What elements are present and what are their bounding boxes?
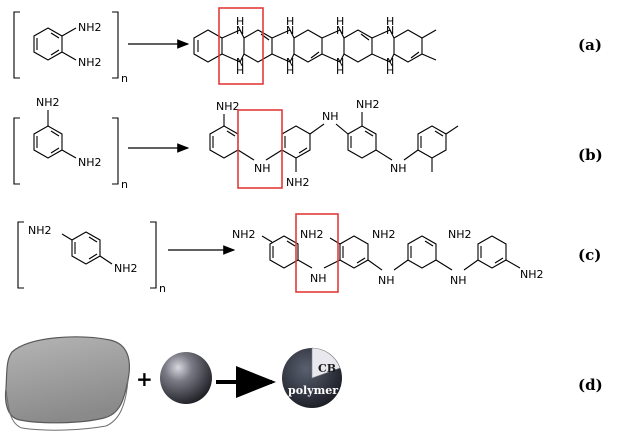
subscript-n: n (121, 72, 128, 85)
bracket-right (112, 11, 119, 79)
h-label: H (286, 64, 294, 77)
panel-c: n NH2 NH2 NH2 NH NH2 NH NH2 (17, 213, 601, 295)
h-label: H (336, 15, 344, 28)
nh2-label: NH2 (232, 228, 256, 241)
h-label: H (236, 15, 244, 28)
nh2-label: NH2 (78, 156, 102, 169)
linear-polymer: NH2 NH NH2 NH NH2 NH NH2 (232, 228, 544, 287)
nh2-label: NH2 (356, 98, 380, 111)
nh-label: NH (310, 272, 327, 285)
n-label: N (386, 56, 394, 69)
nh2-label: NH2 (286, 176, 310, 189)
carbon-black-sphere (160, 352, 212, 404)
bracket-left (13, 11, 20, 79)
bracket-left (13, 117, 20, 185)
benzene-ring (71, 231, 101, 265)
bracket-left (17, 221, 24, 289)
shell-label: polymer (288, 384, 338, 397)
nh2-label: NH2 (448, 228, 472, 241)
repeat-unit-highlight (218, 7, 264, 85)
panel-label-d: (d) (578, 376, 603, 394)
n-label: N (336, 24, 344, 37)
nh2-label: NH2 (36, 96, 60, 109)
panel-d: + CB polymer (d) (4, 336, 603, 431)
h-label: H (236, 64, 244, 77)
panel-label-a: (a) (578, 36, 602, 54)
subscript-n: n (159, 282, 166, 295)
n-label: N (236, 24, 244, 37)
n-label: N (286, 24, 294, 37)
nh2-label: NH2 (28, 224, 52, 237)
h-label: H (386, 15, 394, 28)
linear-polymer: NH2 NH NH2 NH NH2 NH (209, 98, 459, 189)
nh-label: NH (450, 274, 467, 287)
nh2-label: NH2 (78, 21, 102, 34)
repeat-unit-highlight (237, 109, 283, 189)
nh-label: NH (390, 162, 407, 175)
n-label: N (386, 24, 394, 37)
nh2-label: NH2 (78, 56, 102, 69)
nh-label: NH (254, 162, 271, 175)
nh2-label: NH2 (520, 268, 544, 281)
nh2-label: NH2 (216, 100, 240, 113)
benzene-ring (33, 125, 63, 159)
n-label: N (236, 56, 244, 69)
panel-b: n NH2 NH2 NH2 NH NH2 NH (13, 96, 603, 191)
panel-a: n NH2 NH2 (13, 7, 602, 85)
n-label: N (286, 56, 294, 69)
core-label: CB (318, 362, 336, 375)
h-label: H (286, 15, 294, 28)
benzene-ring (33, 27, 63, 61)
h-label: H (336, 64, 344, 77)
n-label: N (336, 56, 344, 69)
nh-label: NH (322, 110, 339, 123)
nh2-label: NH2 (372, 228, 396, 241)
h-label: H (386, 64, 394, 77)
ladder-polymer: H H N N H N N H H N N H H N N H (193, 15, 437, 77)
nh2-label: NH2 (300, 228, 324, 241)
nh2-label: NH2 (114, 262, 138, 275)
core-shell-particle: CB polymer (282, 347, 342, 408)
bracket-right (112, 117, 119, 185)
panel-label-b: (b) (578, 146, 603, 164)
subscript-n: n (121, 178, 128, 191)
slab-shape (4, 336, 131, 424)
bracket-right (150, 221, 157, 289)
plus-sign: + (136, 367, 153, 391)
repeat-unit-highlight (295, 213, 339, 293)
panel-label-c: (c) (578, 246, 601, 264)
nh-label: NH (378, 274, 395, 287)
